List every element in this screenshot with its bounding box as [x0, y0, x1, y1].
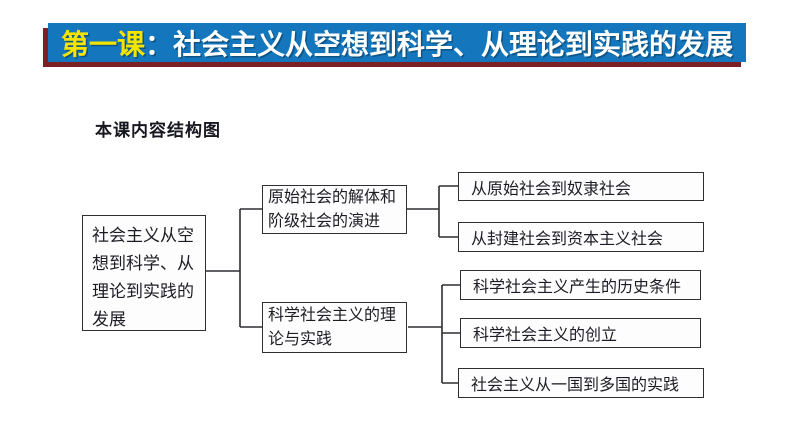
diagram-node-leaf-primitive-to-slave: 从原始社会到奴隶社会 — [458, 172, 704, 201]
leaf-label: 从原始社会到奴隶社会 — [471, 180, 632, 198]
diagram-node-branch-scientific-socialism: 科学社会主义的理论与实践 — [262, 302, 407, 353]
branch-label: 原始社会的解体和阶级社会的演进 — [268, 188, 397, 230]
branch-label: 科学社会主义的理论与实践 — [268, 306, 397, 348]
lesson-title: 社会主义从空想到科学、从理论到实践的发展 — [173, 28, 734, 60]
diagram-node-leaf-historical-conditions: 科学社会主义产生的历史条件 — [460, 270, 701, 300]
banner-colon: ： — [144, 28, 173, 60]
diagram-node-leaf-feudal-to-capitalist: 从封建社会到资本主义社会 — [458, 222, 704, 252]
diagram-node-leaf-one-country-to-many: 社会主义从一国到多国的实践 — [458, 368, 704, 398]
leaf-label: 社会主义从一国到多国的实践 — [471, 377, 680, 394]
structure-diagram-heading: 本课内容结构图 — [95, 121, 221, 140]
lesson-banner: 第一课：社会主义从空想到科学、从理论到实践的发展 — [48, 23, 746, 62]
leaf-label: 从封建社会到资本主义社会 — [471, 231, 664, 248]
diagram-node-leaf-founding: 科学社会主义的创立 — [460, 318, 701, 348]
diagram-node-root: 社会主义从空想到科学、从理论到实践的发展 — [82, 215, 206, 331]
diagram-node-branch-primitive-society: 原始社会的解体和阶级社会的演进 — [262, 185, 407, 234]
lesson-number-label: 第一课 — [60, 28, 145, 60]
leaf-label: 科学社会主义产生的历史条件 — [473, 279, 682, 296]
leaf-label: 科学社会主义的创立 — [473, 327, 618, 344]
